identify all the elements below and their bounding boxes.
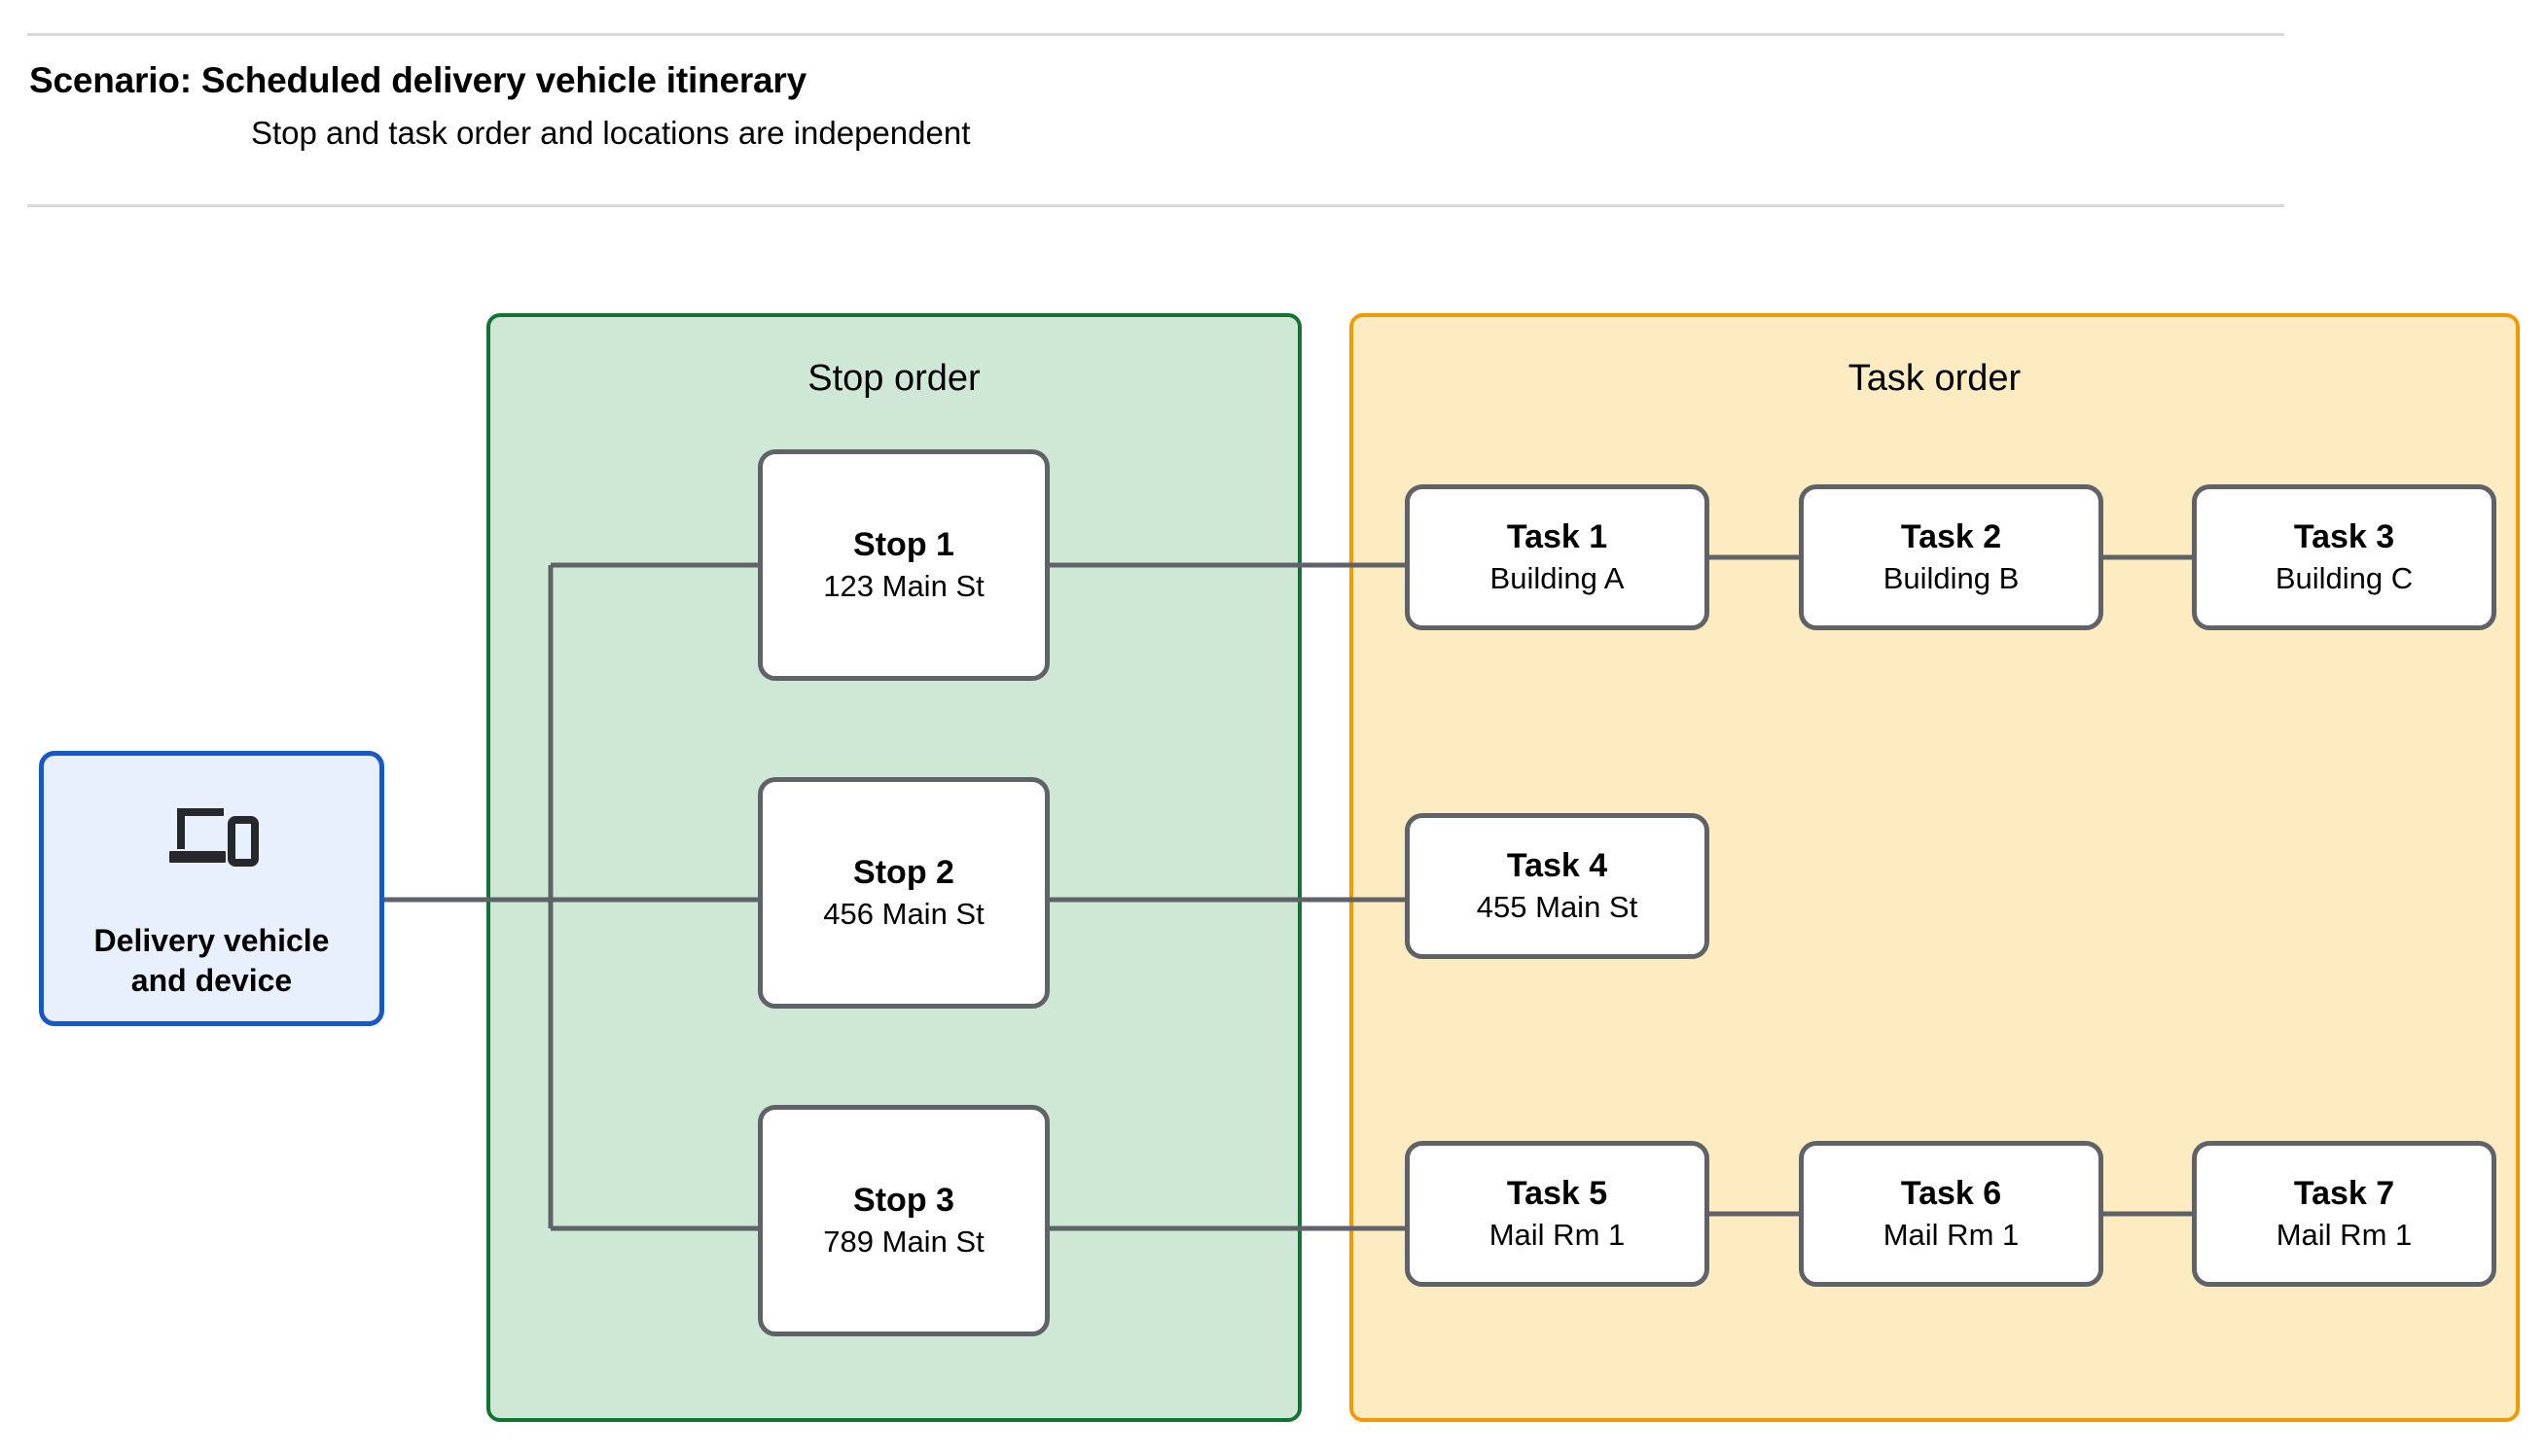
task-node-location: Building A: [1489, 561, 1625, 596]
task-node-3[interactable]: Task 3 Building C: [2192, 484, 2496, 630]
task-node-1[interactable]: Task 1 Building A: [1405, 484, 1709, 630]
task-node-6[interactable]: Task 6 Mail Rm 1: [1799, 1141, 2103, 1287]
task-node-title: Task 2: [1900, 518, 2002, 556]
task-node-2[interactable]: Task 2 Building B: [1799, 484, 2103, 630]
task-node-5[interactable]: Task 5 Mail Rm 1: [1405, 1141, 1709, 1287]
task-node-location: Mail Rm 1: [2276, 1218, 2413, 1253]
page-subtitle: Stop and task order and locations are in…: [251, 115, 971, 151]
task-node-location: 455 Main St: [1476, 890, 1638, 925]
delivery-vehicle-label: Delivery vehicle and device: [94, 921, 330, 1001]
devices-icon: [168, 808, 259, 867]
stop-node-title: Stop 3: [853, 1182, 954, 1220]
task-node-7[interactable]: Task 7 Mail Rm 1: [2192, 1141, 2496, 1287]
task-node-title: Task 1: [1506, 518, 1608, 556]
task-node-4[interactable]: Task 4 455 Main St: [1405, 813, 1709, 959]
vehicle-label-line-2: and device: [130, 962, 293, 998]
stop-node-location: 789 Main St: [823, 1225, 985, 1260]
task-node-location: Building C: [2275, 561, 2414, 596]
stop-node-location: 123 Main St: [823, 569, 985, 604]
task-node-location: Mail Rm 1: [1488, 1218, 1626, 1253]
task-node-location: Building B: [1883, 561, 2020, 596]
header: Scenario: Scheduled delivery vehicle iti…: [0, 0, 2546, 224]
page-title: Scenario: Scheduled delivery vehicle iti…: [29, 60, 807, 100]
header-divider-bottom: [27, 204, 2284, 207]
stop-node-1[interactable]: Stop 1 123 Main St: [758, 449, 1050, 681]
stop-order-panel-title: Stop order: [807, 358, 981, 399]
stop-node-2[interactable]: Stop 2 456 Main St: [758, 777, 1050, 1009]
stop-node-location: 456 Main St: [823, 897, 985, 932]
task-node-title: Task 7: [2293, 1175, 2395, 1213]
stop-node-title: Stop 2: [853, 854, 954, 892]
task-node-title: Task 5: [1506, 1175, 1608, 1213]
task-node-title: Task 3: [2293, 518, 2395, 556]
header-divider-top: [27, 33, 2284, 36]
task-order-panel-title: Task order: [1847, 358, 2022, 399]
stop-node-title: Stop 1: [853, 526, 954, 564]
vehicle-label-line-1: Delivery vehicle: [93, 923, 330, 958]
stop-node-3[interactable]: Stop 3 789 Main St: [758, 1105, 1050, 1336]
task-node-location: Mail Rm 1: [1883, 1218, 2020, 1253]
delivery-vehicle-card[interactable]: Delivery vehicle and device: [39, 751, 384, 1026]
task-node-title: Task 4: [1506, 847, 1608, 885]
task-node-title: Task 6: [1900, 1175, 2002, 1213]
